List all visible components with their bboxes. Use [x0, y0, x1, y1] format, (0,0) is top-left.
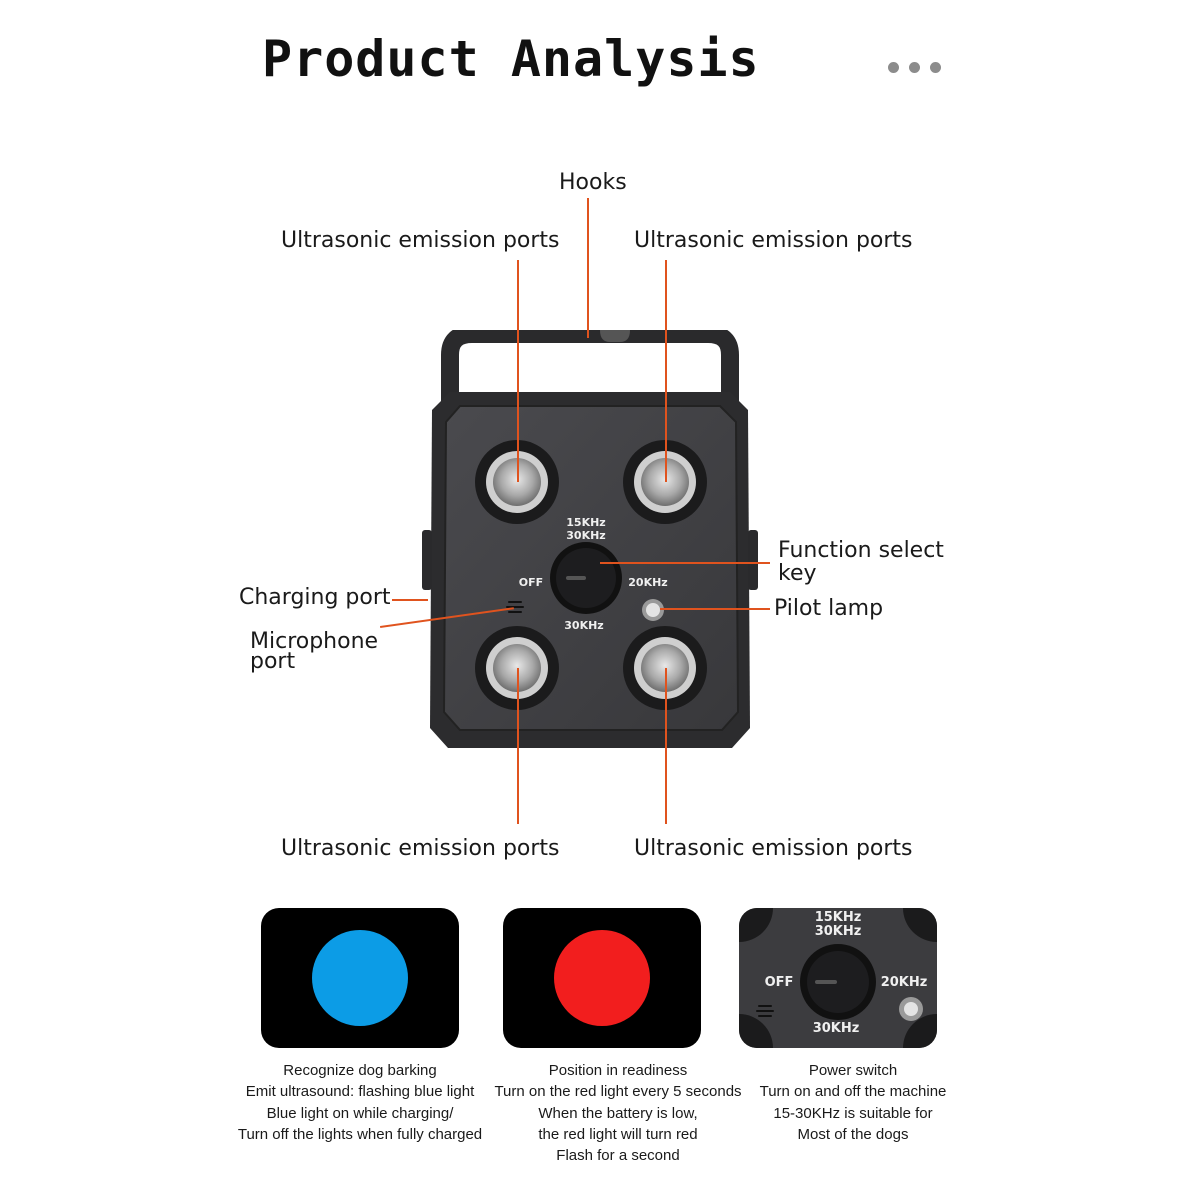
- label-function-select-1: Function select: [778, 538, 944, 563]
- caption-power-switch: Power switch Turn on and off the machine…: [713, 1060, 993, 1145]
- caption-red-light: Position in readiness Turn on the red li…: [478, 1060, 758, 1166]
- label-hooks: Hooks: [559, 170, 627, 195]
- caption-blue-light: Recognize dog barking Emit ultrasound: f…: [220, 1060, 500, 1145]
- emitter-top-left: [475, 440, 559, 524]
- label-emission-top-right: Ultrasonic emission ports: [634, 228, 913, 253]
- page-title: Product Analysis: [262, 30, 760, 88]
- caption-line: 15-30KHz is suitable for: [773, 1104, 933, 1122]
- dial-label-top-2: 30KHz: [566, 529, 605, 542]
- dial-label-bottom: 30KHz: [564, 619, 603, 632]
- emitter-top-right: [623, 440, 707, 524]
- label-emission-bottom-left: Ultrasonic emission ports: [281, 836, 560, 861]
- closeup-label-top-1: 15KHz: [815, 910, 862, 925]
- blue-indicator: [312, 930, 408, 1026]
- device-illustration: 15KHz 30KHz OFF 20KHz 30KHz: [422, 330, 758, 748]
- closeup-label-off: OFF: [765, 975, 794, 990]
- label-microphone-1: Microphone: [250, 629, 379, 654]
- dial-label-off: OFF: [519, 576, 543, 589]
- dial-label-right: 20KHz: [628, 576, 667, 589]
- leader-line-charging-port: [392, 599, 428, 601]
- function-select-knob[interactable]: [550, 542, 622, 614]
- panel-blue-light: [261, 908, 459, 1048]
- caption-line: Blue light on while charging/: [266, 1104, 454, 1122]
- leader-line-emission-tr: [665, 260, 667, 482]
- leader-line-emission-br: [665, 668, 667, 824]
- leader-line-function-select: [600, 562, 770, 564]
- caption-line: Turn off the lights when fully charged: [237, 1125, 483, 1143]
- caption-line: When the battery is low,: [538, 1104, 698, 1122]
- caption-line: Turn on and off the machine: [759, 1083, 947, 1101]
- leader-line-emission-tl: [517, 260, 519, 482]
- power-switch-closeup: 15KHz 30KHz OFF 20KHz 30KHz: [739, 908, 937, 1048]
- label-pilot-lamp: Pilot lamp: [774, 596, 884, 621]
- more-options-icon[interactable]: [888, 62, 941, 73]
- dial-label-top-1: 15KHz: [566, 516, 605, 529]
- closeup-label-right: 20KHz: [881, 975, 928, 990]
- caption-line: Most of the dogs: [797, 1125, 909, 1143]
- closeup-label-bottom: 30KHz: [813, 1021, 860, 1036]
- closeup-label-top-2: 30KHz: [815, 924, 862, 939]
- panel-power-switch: 15KHz 30KHz OFF 20KHz 30KHz: [739, 908, 937, 1048]
- leader-line-emission-bl: [517, 668, 519, 824]
- caption-line: Recognize dog barking: [283, 1062, 437, 1079]
- caption-line: Emit ultrasound: flashing blue light: [245, 1083, 475, 1101]
- leader-line-hooks: [587, 198, 589, 338]
- label-function-select-2: key: [778, 561, 817, 586]
- red-indicator: [554, 930, 650, 1026]
- label-emission-top-left: Ultrasonic emission ports: [281, 228, 560, 253]
- label-emission-bottom-right: Ultrasonic emission ports: [634, 836, 913, 861]
- leader-line-pilot-lamp: [660, 608, 770, 610]
- label-charging-port: Charging port: [239, 585, 391, 610]
- caption-line: Flash for a second: [556, 1147, 680, 1165]
- caption-line: Power switch: [808, 1062, 898, 1079]
- caption-line: Position in readiness: [548, 1062, 688, 1079]
- pilot-lamp: [642, 599, 664, 621]
- label-microphone-2: port: [250, 649, 296, 674]
- caption-line: Turn on the red light every 5 seconds: [494, 1083, 742, 1101]
- panel-red-light: [503, 908, 701, 1048]
- caption-line: the red light will turn red: [538, 1125, 698, 1143]
